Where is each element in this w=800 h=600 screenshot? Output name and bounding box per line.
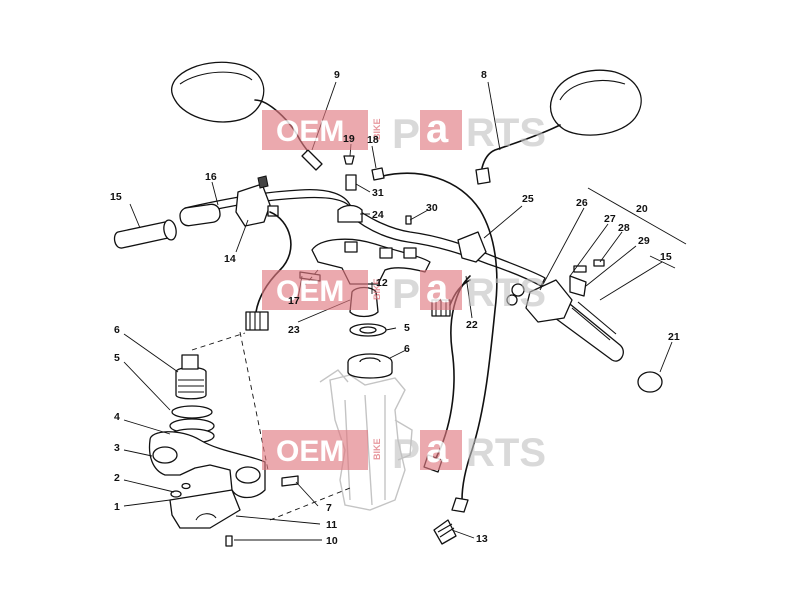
- callout-10: 10: [326, 535, 338, 547]
- watermark-p-text: P: [392, 270, 420, 317]
- watermark-rts-text: RTS: [466, 431, 546, 475]
- left-switch-assembly: [235, 175, 292, 331]
- callout-13: 13: [476, 533, 488, 545]
- callout-9: 9: [334, 69, 340, 81]
- watermark-side-text: BIKE: [372, 278, 382, 300]
- bearing-rings: [347, 323, 393, 379]
- callout-17: 17: [288, 295, 300, 307]
- callout-18: 18: [367, 134, 379, 146]
- callout-15-left: 15: [110, 191, 122, 203]
- callout-28: 28: [618, 222, 630, 234]
- callout-5-right: 5: [404, 322, 410, 334]
- callout-24: 24: [372, 209, 384, 221]
- fasteners: [225, 155, 412, 547]
- callout-7: 7: [326, 502, 332, 514]
- callout-numbers: 9 8 19 18 16 31 15 24 30 25 26 20 27 28 …: [110, 69, 680, 547]
- callout-6-right: 6: [404, 343, 410, 355]
- callout-3: 3: [114, 442, 120, 454]
- watermark-top: OEM BIKE P a RTS: [262, 107, 546, 157]
- callout-15-right: 15: [660, 251, 672, 263]
- callout-25: 25: [522, 193, 534, 205]
- right-mirror: [475, 69, 642, 185]
- callout-16: 16: [205, 171, 217, 183]
- steering-stem-assembly: [148, 354, 266, 529]
- right-switch-assembly: [457, 231, 605, 323]
- watermark-side-text: BIKE: [372, 438, 382, 460]
- callout-1: 1: [114, 501, 120, 513]
- watermark-bottom: OEM BIKE P a RTS: [262, 427, 546, 477]
- watermark-oem-text: OEM: [276, 115, 344, 148]
- watermark-middle: OEM BIKE P a RTS: [262, 267, 546, 317]
- watermark-rts-text: RTS: [466, 271, 546, 315]
- callout-23: 23: [288, 324, 300, 336]
- callout-21: 21: [668, 331, 680, 343]
- callout-31: 31: [372, 187, 384, 199]
- watermark-a-text: a: [426, 107, 449, 151]
- callout-20: 20: [636, 203, 648, 215]
- callout-12: 12: [376, 277, 388, 289]
- callout-30: 30: [426, 202, 438, 214]
- callout-29: 29: [638, 235, 650, 247]
- callout-6-left: 6: [114, 324, 120, 336]
- callout-8: 8: [481, 69, 487, 81]
- callout-14: 14: [224, 253, 236, 265]
- callout-19: 19: [343, 133, 355, 145]
- callout-5-left: 5: [114, 352, 120, 364]
- callout-2: 2: [114, 472, 120, 484]
- callout-22: 22: [466, 319, 478, 331]
- callout-11: 11: [326, 519, 337, 531]
- callout-27: 27: [604, 213, 616, 225]
- watermark-rts-text: RTS: [466, 111, 546, 155]
- watermark-p-text: P: [392, 110, 420, 157]
- watermark-a-text: a: [426, 427, 449, 471]
- callout-26: 26: [576, 197, 588, 209]
- watermark-oem-text: OEM: [276, 275, 344, 308]
- watermark-side-text: BIKE: [372, 118, 382, 140]
- watermark-oem-text: OEM: [276, 435, 344, 468]
- watermark-p-text: P: [392, 430, 420, 477]
- callout-4: 4: [114, 411, 120, 423]
- watermark-a-text: a: [426, 267, 449, 311]
- brackets: [587, 187, 687, 269]
